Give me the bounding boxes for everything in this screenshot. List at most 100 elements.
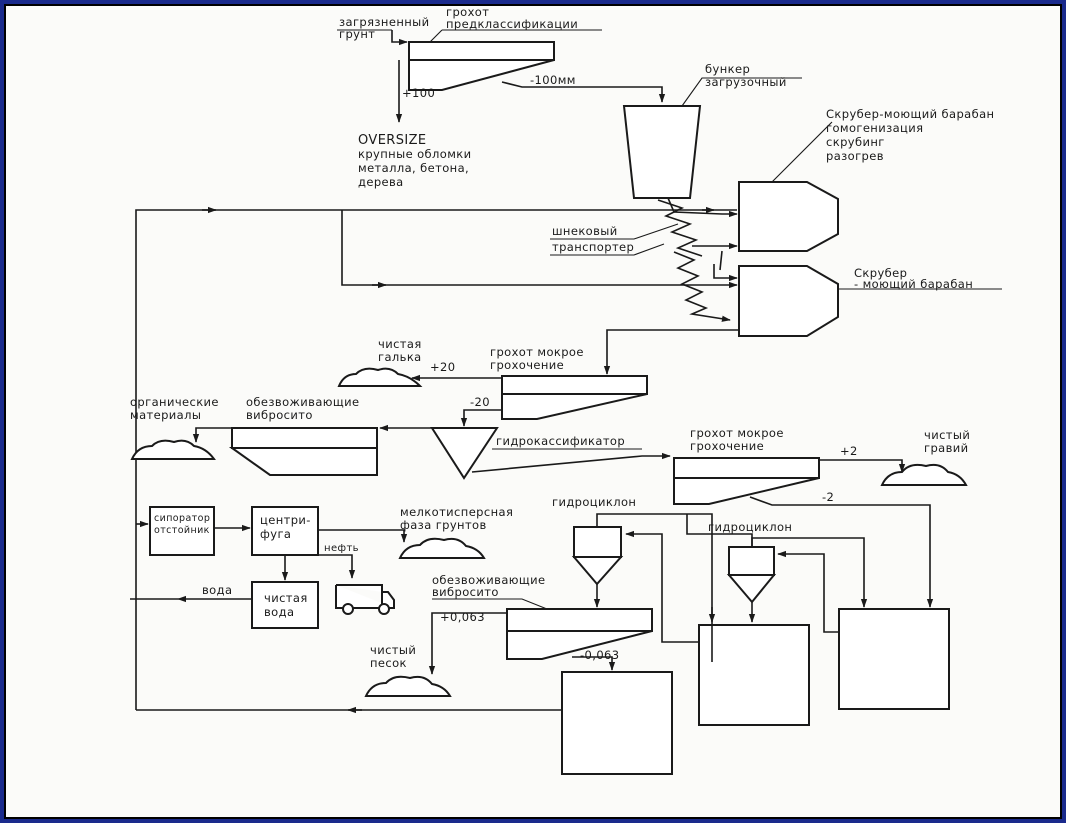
wet-screen-2 xyxy=(673,457,820,505)
oil-truck-icon xyxy=(335,584,395,615)
minus20-label: -20 xyxy=(470,395,490,409)
tank-to-hc1 xyxy=(626,534,713,662)
screw-label-leader-2 xyxy=(550,243,665,256)
scrubber2-to-wetscreen1 xyxy=(603,329,739,375)
dewater2-label-1: обезвоживающие xyxy=(432,573,545,587)
oil-label: нефть xyxy=(324,543,359,554)
pebble-label-2: галька xyxy=(378,350,422,364)
soil-label-1: загрязненный xyxy=(339,15,430,29)
wetscreen1-label-2: грохочение xyxy=(490,358,564,372)
plus0063-arrow xyxy=(428,612,507,675)
to-organic-arrow xyxy=(192,427,232,443)
scrubber1-leader xyxy=(771,121,833,183)
centrifuge-label-1: центри- xyxy=(260,513,311,527)
loading-bunker xyxy=(622,105,702,199)
plus2-label: +2 xyxy=(840,444,858,458)
dewatering-screen-2 xyxy=(506,608,653,660)
pebble-label-1: чистая xyxy=(378,337,422,351)
hc1-overflow xyxy=(596,513,716,623)
clean-sand-pile xyxy=(364,675,452,697)
screen1-leader xyxy=(429,29,602,43)
plus2-arrow xyxy=(819,459,906,473)
sand-label-2: песок xyxy=(370,656,407,670)
organic-label-2: материалы xyxy=(130,408,201,422)
dewater1-label-2: вибросито xyxy=(246,408,313,422)
oversize-desc-3: дерева xyxy=(358,175,404,189)
tank-right xyxy=(838,608,950,710)
bunker-to-scrubber1 xyxy=(667,197,738,218)
centrifuge xyxy=(251,506,319,556)
tank-middle xyxy=(698,624,810,726)
minus2-label: -2 xyxy=(822,490,834,504)
oversize-desc-2: металла, бетона, xyxy=(358,161,469,175)
clean-pebble-pile xyxy=(337,367,423,387)
scrubber1-label-4: разогрев xyxy=(826,149,884,163)
minus100-arrow xyxy=(501,81,666,103)
dewater1-label-1: обезвоживающие xyxy=(246,395,359,409)
clean-water-box xyxy=(251,581,319,629)
plus0063-label: +0,063 xyxy=(440,610,485,624)
centrifuge-label-2: фуга xyxy=(260,527,291,541)
oversize-label: OVERSIZE xyxy=(358,133,427,148)
water-label: вода xyxy=(202,583,232,597)
hydrocyclone-1 xyxy=(571,526,624,586)
plus100-label: +100 xyxy=(402,86,435,100)
minus20-arrow xyxy=(460,409,502,427)
oil-arrow xyxy=(318,554,356,579)
separator-label-2: отстойник xyxy=(154,525,210,536)
screw-label-2: транспортер xyxy=(552,240,634,254)
wetscreen1-label-1: грохот мокрое xyxy=(490,345,584,359)
organic-label-1: органические xyxy=(130,395,219,409)
paper-frame: загрязненный грунт грохот предклассифика… xyxy=(4,4,1062,819)
screw-conveyor-2 xyxy=(673,251,731,322)
wetscreen2-label-1: грохот мокрое xyxy=(690,426,784,440)
hydroclass-label: гидрокассификатор xyxy=(496,434,625,448)
dewatering-screen-1 xyxy=(228,427,378,476)
tank-left xyxy=(561,671,673,775)
scrubber-1 xyxy=(738,181,839,252)
hydrocyclone-2 xyxy=(726,546,777,604)
fine-phase-label-2: фаза грунтов xyxy=(400,518,487,532)
scrubber1-label-2: гомогенизация xyxy=(826,121,923,135)
scrubber2-label-2: - моющий барабан xyxy=(854,277,973,291)
dewater2-label-2: вибросито xyxy=(432,585,499,599)
plus20-label: +20 xyxy=(430,360,455,374)
scrubber1-to-scrubber2 xyxy=(713,250,737,278)
minus0063-arrow xyxy=(572,656,616,671)
water-recycle-line xyxy=(135,209,737,710)
minus2-arrow xyxy=(749,496,934,608)
centrifuge-to-fines xyxy=(318,529,408,543)
screw-label-leader xyxy=(550,223,679,240)
screen1-label-2: предклассификации xyxy=(446,17,578,31)
scrubber-2 xyxy=(738,265,839,337)
process-flow-diagram: загрязненный грунт грохот предклассифика… xyxy=(130,6,1002,775)
preclassification-screen xyxy=(408,41,555,91)
tank-to-hc2 xyxy=(777,550,839,633)
bunker-leader xyxy=(681,77,802,107)
screen1-label-1: грохот xyxy=(446,6,489,19)
minus100-label: -100мм xyxy=(530,73,576,87)
scrubber2-label-1: Скрубер xyxy=(854,266,907,280)
separator-settler xyxy=(149,506,215,556)
fine-phase-label-1: мелкотисперсная xyxy=(400,505,513,519)
wet-screen-1 xyxy=(501,375,648,420)
screw-label-1: шнековый xyxy=(552,224,618,238)
hydroclassifier xyxy=(430,427,499,480)
clean-water-label-2: вода xyxy=(264,605,294,619)
sand-label-1: чистый xyxy=(370,643,416,657)
minus0063-label: -0,063 xyxy=(580,648,619,662)
clean-gravel-pile xyxy=(880,463,968,486)
clean-water-label-1: чистая xyxy=(264,591,308,605)
gravel-label-1: чистый xyxy=(924,428,970,442)
oversize-desc-1: крупные обломки xyxy=(358,147,472,161)
hc2-overflow xyxy=(751,537,868,608)
water-to-scrubber2 xyxy=(341,210,738,289)
fine-phase-pile xyxy=(398,537,486,559)
wetscreen2-label-2: грохочение xyxy=(690,439,764,453)
soil-label-2: грунт xyxy=(339,27,375,41)
gravel-label-2: гравий xyxy=(924,441,969,455)
scrubber1-label-3: скрубинг xyxy=(826,135,885,149)
hydroclass-to-wetscreen2 xyxy=(471,452,671,473)
bunker-label-1: бункер xyxy=(705,62,750,76)
hydrocyclone1-label: гидроциклон xyxy=(552,495,636,509)
